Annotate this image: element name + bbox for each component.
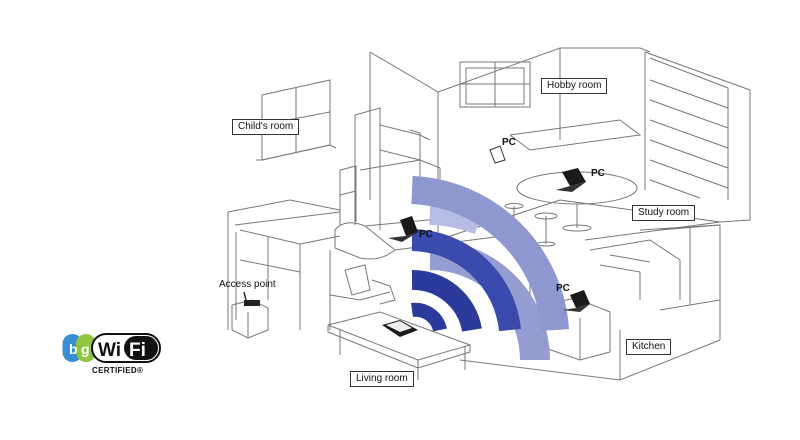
logo-g: g: [81, 341, 90, 357]
label-study-room: Study room: [632, 205, 696, 221]
living-room-table: [327, 311, 472, 380]
label-pc-study: PC: [591, 168, 605, 179]
logo-g-badge: [76, 334, 96, 362]
wifi-certified-logo: b g Wi Fi: [62, 333, 161, 363]
laptop-child-room: [388, 216, 418, 242]
laptop-hobby-desk: [489, 145, 506, 164]
ground-floor-walls: [227, 199, 341, 330]
label-pc-hobby: PC: [502, 137, 516, 148]
logo-b: b: [69, 341, 78, 357]
label-childs-room: Child's room: [232, 119, 300, 135]
router-living-room: [382, 320, 418, 337]
laptop-study-table: [556, 168, 586, 192]
study-room-furniture: [504, 119, 642, 247]
logo-certified-text: CERTIFIED®: [92, 366, 144, 375]
label-hobby-room: Hobby room: [541, 78, 608, 94]
logo-wi: Wi: [98, 340, 121, 361]
logo-fi-pill: [124, 336, 158, 360]
label-pc-child: PC: [419, 229, 433, 240]
living-room-chairs: [329, 264, 396, 305]
label-living-room: Living room: [350, 371, 414, 387]
bookshelf: [644, 51, 751, 223]
laptop-kitchen: [562, 290, 590, 312]
label-pc-kitchen: PC: [556, 283, 570, 294]
access-point-device: [243, 291, 260, 306]
label-kitchen: Kitchen: [626, 339, 672, 355]
label-access-point: Access point: [219, 279, 276, 290]
wifi-signal-waves: [411, 176, 569, 360]
childs-room-furniture: [339, 107, 441, 230]
logo-fi: Fi: [129, 340, 146, 361]
